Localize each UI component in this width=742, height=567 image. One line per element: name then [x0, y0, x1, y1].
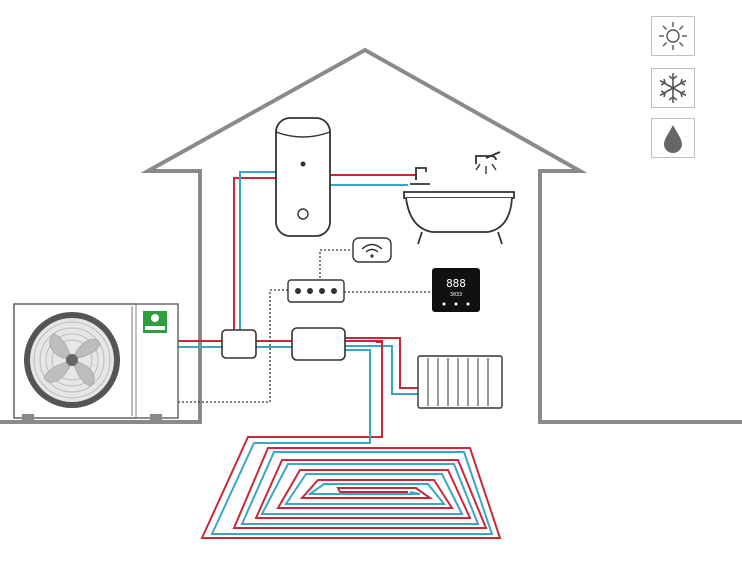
buffer-manifold-box [291, 327, 346, 361]
wifi-module [352, 237, 392, 263]
house-outline [0, 47, 742, 424]
pipes [178, 171, 418, 443]
outdoor-heat-pump-unit [13, 303, 179, 420]
thermostat-display-big: 888 [446, 277, 466, 290]
fan-grille [24, 312, 120, 408]
control-unit [287, 279, 345, 303]
bathtub-with-shower [403, 151, 515, 245]
underfloor-heating-loop [200, 341, 502, 539]
water-drop-icon [651, 118, 695, 158]
thermostat-display-small: 3033 [450, 292, 462, 298]
control-wiring [178, 249, 432, 403]
hot-water-cylinder [275, 117, 331, 237]
snowflake-icon [651, 68, 695, 108]
radiator [417, 355, 503, 409]
room-thermostat: 888 3033 [432, 268, 480, 312]
brand-badge [143, 311, 167, 333]
diverter-valve-box [221, 329, 257, 359]
sun-icon [651, 16, 695, 56]
